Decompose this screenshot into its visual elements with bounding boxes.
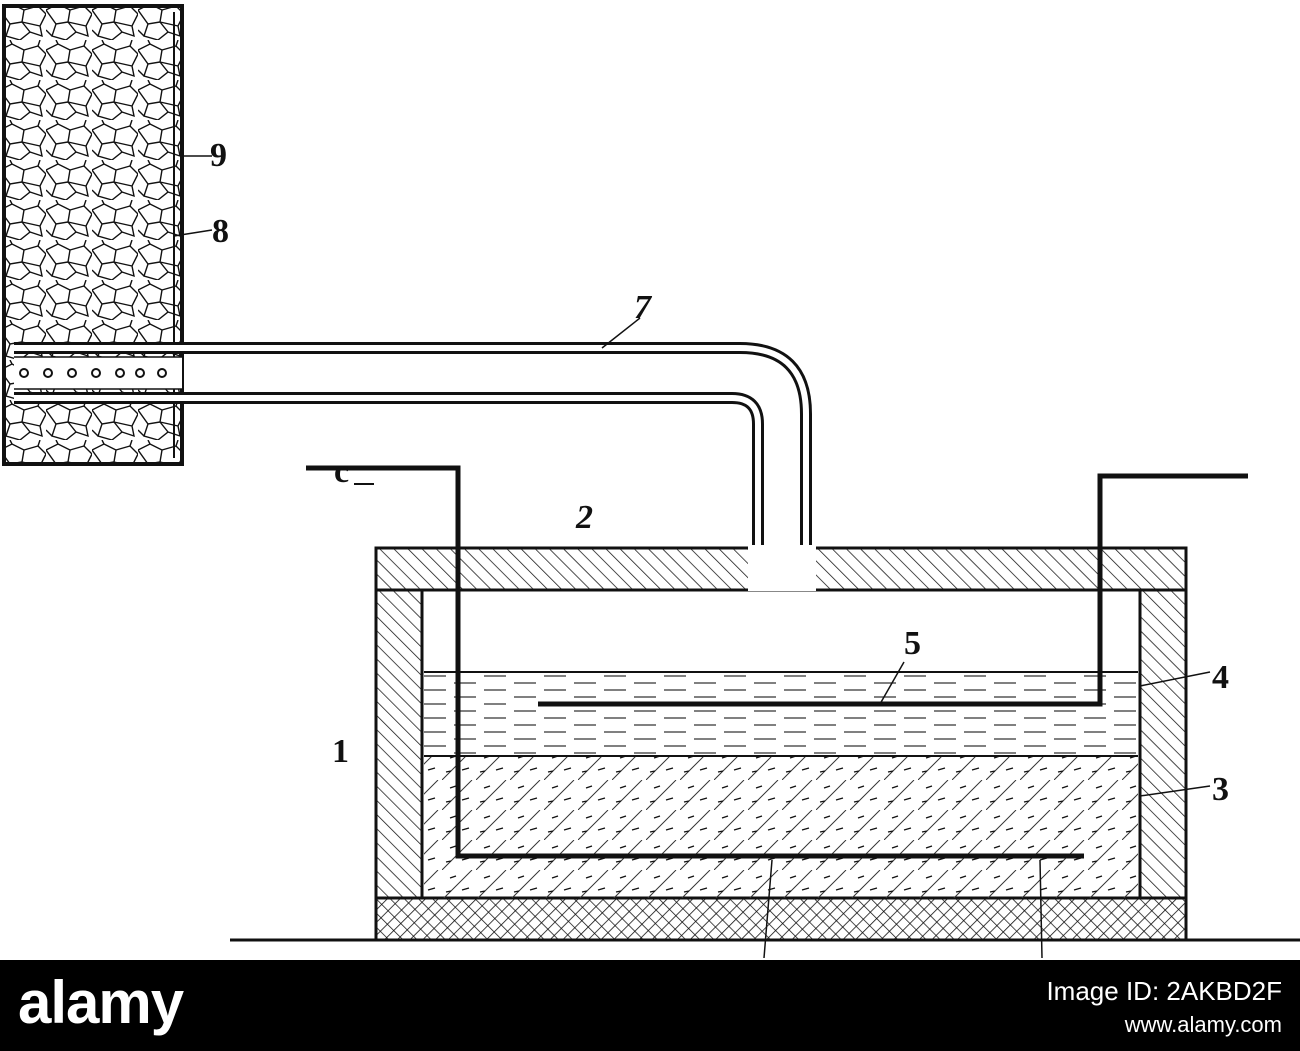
electrolysis-apparatus-diagram: 9 8 7 c 2 5 4 1 3 [2,4,1300,959]
watermark-bar: alamy Image ID: 2AKBD2F www.alamy.com [0,960,1300,1051]
label-7: 7 [634,289,653,326]
brand-logo: alamy [18,969,184,1036]
image-id: Image ID: 2AKBD2F [1046,976,1282,1006]
liquid-layer [424,672,1138,756]
perforations [19,368,167,378]
label-4: 4 [1212,659,1229,696]
label-8: 8 [212,213,229,250]
upper-electrode [538,473,1248,707]
fused-layer [424,756,1138,898]
label-3: 3 [1212,771,1229,808]
label-5: 5 [904,625,921,662]
site-url: www.alamy.com [1124,1012,1282,1037]
label-2: 2 [575,499,593,536]
delivery-pipe [14,342,812,590]
label-9: 9 [210,137,227,174]
label-c: c [334,453,349,490]
lower-electrode [306,465,1084,859]
label-1: 1 [332,733,349,770]
